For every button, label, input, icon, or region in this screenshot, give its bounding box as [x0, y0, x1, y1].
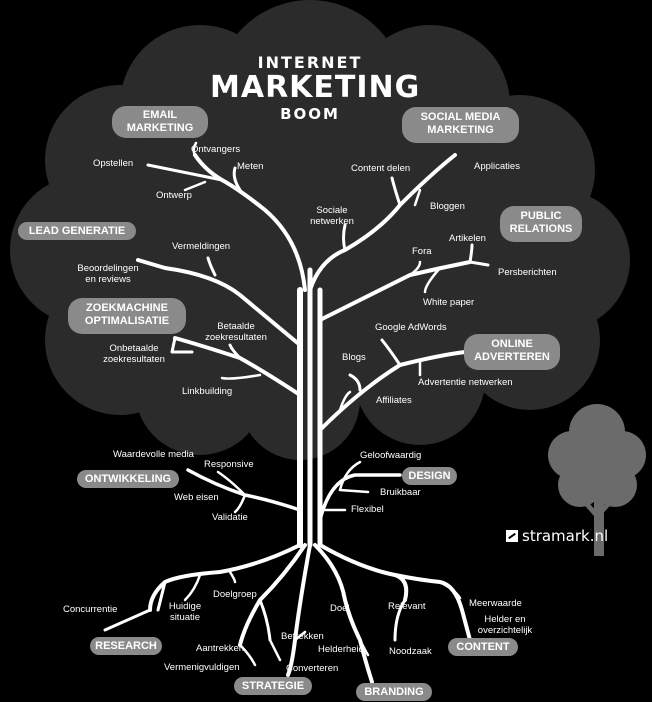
label-betaalde-line-1: Betaalde: [217, 321, 255, 332]
category-social-line-2: MARKETING: [427, 124, 494, 136]
label-helder-line-1: Helder en: [484, 614, 526, 625]
label-flexibel: Flexibel: [351, 504, 384, 515]
label-applicaties: Applicaties: [474, 161, 520, 172]
label-onbetaalde-line-1: Onbetaalde: [109, 343, 159, 354]
title-line-1: INTERNET: [257, 53, 363, 72]
label-advertentie-netwerken: Advertentie netwerken: [418, 377, 513, 388]
label-converteren: Converteren: [286, 663, 339, 674]
title-line-3: BOOM: [280, 105, 340, 123]
category-research: RESEARCH: [90, 637, 162, 655]
category-seo-line-1: ZOEKMACHINE: [86, 302, 168, 314]
label-affiliates: Affiliates: [376, 395, 412, 406]
label-blogs: Blogs: [342, 352, 366, 363]
label-helderheid: Helderheid: [318, 644, 364, 655]
category-email-line-1: EMAIL: [142, 109, 178, 121]
label-validatie: Validatie: [212, 512, 248, 523]
label-vermenigvuldigen: Vermenigvuldigen: [164, 662, 240, 673]
label-helder-line-2: overzichtelijk: [477, 625, 533, 636]
category-content: CONTENT: [448, 638, 518, 656]
category-social-media-marketing: SOCIAL MEDIA MARKETING: [402, 107, 519, 143]
category-online-line-1: ONLINE: [491, 338, 533, 350]
label-google-adwords: Google AdWords: [375, 322, 447, 333]
label-betrekken: Betrekken: [281, 631, 324, 642]
label-sociale-netwerken: Sociale netwerken: [302, 205, 362, 227]
label-waardevolle-media: Waardevolle media: [113, 449, 194, 460]
label-huidige-situatie: Huidige situatie: [160, 601, 210, 623]
label-meten: Meten: [237, 161, 264, 172]
label-sociale-netwerken-line-1: Sociale: [316, 205, 348, 216]
label-doelgroep: Doelgroep: [213, 589, 257, 600]
category-email-line-2: MARKETING: [126, 122, 194, 134]
label-betaalde: Betaalde zoekresultaten: [196, 321, 276, 343]
label-betaalde-line-2: zoekresultaten: [205, 332, 267, 343]
branches: [103, 141, 490, 684]
label-beoordelingen-line-2: en reviews: [85, 274, 131, 285]
category-strategie: STRATEGIE: [234, 677, 312, 695]
category-pr-line-2: RELATIONS: [509, 223, 573, 235]
category-online-line-2: ADVERTEREN: [474, 351, 550, 363]
category-lead-generatie: LEAD GENERATIE: [18, 222, 136, 240]
label-onbetaalde: Onbetaalde zoekresultaten: [94, 343, 174, 365]
label-web-eisen: Web eisen: [174, 492, 219, 503]
label-doel: Doel: [330, 603, 350, 614]
label-opstellen: Opstellen: [93, 158, 134, 169]
label-meerwaarde: Meerwaarde: [469, 598, 522, 609]
label-huidige-situatie-line-2: situatie: [169, 612, 201, 623]
label-relevant: Relevant: [388, 601, 426, 612]
label-bruikbaar: Bruikbaar: [380, 487, 421, 498]
category-public-relations: PUBLIC RELATIONS: [500, 206, 582, 242]
label-linkbuilding: Linkbuilding: [182, 386, 233, 397]
label-artikelen: Artikelen: [449, 233, 486, 244]
category-design: DESIGN: [402, 467, 457, 485]
label-vermeldingen: Vermeldingen: [172, 241, 231, 252]
category-zoekmachine-optimalisatie: ZOEKMACHINE OPTIMALISATIE: [68, 298, 186, 334]
category-ontwikkeling: ONTWIKKELING: [77, 470, 179, 488]
label-aantrekken: Aantrekken: [196, 643, 245, 654]
category-social-line-1: SOCIAL MEDIA: [420, 111, 501, 123]
label-onbetaalde-line-2: zoekresultaten: [103, 354, 165, 365]
label-responsive: Responsive: [204, 459, 254, 470]
label-persberichten: Persberichten: [498, 267, 557, 278]
stramark-logo: stramark.nl: [506, 527, 608, 545]
stramark-logo-text: stramark.nl: [522, 527, 609, 545]
label-noodzaak: Noodzaak: [389, 646, 432, 657]
category-email-marketing: EMAIL MARKETING: [112, 106, 208, 138]
label-bloggen: Bloggen: [430, 201, 465, 212]
category-online-adverteren: ONLINE ADVERTEREN: [464, 334, 560, 370]
label-beoordelingen-line-1: Beoordelingen: [77, 263, 139, 274]
label-concurrentie: Concurrentie: [63, 604, 118, 615]
label-ontwerp: Ontwerp: [156, 190, 192, 201]
category-seo-line-2: OPTIMALISATIE: [84, 315, 170, 327]
stramark-logo-icon: [506, 530, 518, 542]
title-line-2: MARKETING: [210, 70, 421, 105]
category-branding: BRANDING: [356, 683, 432, 701]
label-helder-en-overzichtelijk: Helder en overzichtelijk: [457, 614, 553, 636]
category-pr-line-1: PUBLIC: [520, 210, 562, 222]
label-huidige-situatie-line-1: Huidige: [168, 601, 202, 612]
label-fora: Fora: [412, 246, 432, 257]
label-ontvangers: Ontvangers: [191, 144, 241, 155]
label-geloofwaardig: Geloofwaardig: [360, 450, 422, 461]
small-tree-icon: [548, 404, 646, 556]
label-beoordelingen: Beoordelingen en reviews: [68, 263, 148, 285]
label-sociale-netwerken-line-2: netwerken: [310, 216, 354, 227]
label-content-delen: Content delen: [351, 163, 411, 174]
label-white-paper: White paper: [423, 297, 475, 308]
